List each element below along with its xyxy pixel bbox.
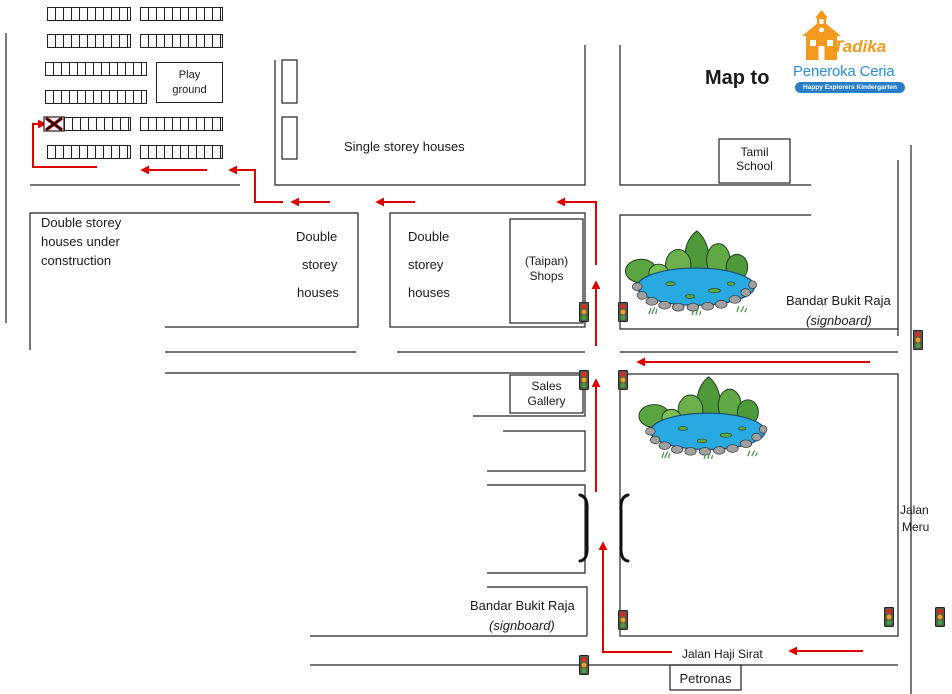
traffic-light-icon — [618, 610, 628, 630]
house-row — [47, 7, 131, 21]
traffic-light-icon — [618, 302, 628, 322]
shops-label-line: Shops — [529, 269, 564, 283]
house-row — [140, 34, 223, 48]
tamil-school-label-line: Tamil — [740, 145, 769, 159]
traffic-light-icon — [618, 370, 628, 390]
playground-label: Play ground — [156, 68, 223, 98]
traffic-light-icon — [579, 655, 589, 675]
traffic-light-icon — [884, 607, 894, 627]
traffic-light-icon — [935, 607, 945, 627]
signboard-north-name: Bandar Bukit Raja — [786, 293, 891, 308]
logo-tagline: Happy Explorers Kindergarten — [795, 82, 905, 93]
under-construction-label: Double storey houses under construction — [41, 213, 121, 270]
house-row — [47, 145, 131, 159]
route — [32, 119, 870, 656]
house-row — [45, 62, 147, 76]
double-storey-west-label-line: houses — [297, 285, 339, 300]
signboard-south-name: Bandar Bukit Raja — [470, 598, 575, 613]
logo-line2: Peneroka Ceria — [793, 63, 895, 80]
double-storey-west-label-line: storey — [302, 257, 338, 272]
house-row — [140, 117, 223, 131]
double-storey-west-label-line: Double — [296, 229, 338, 244]
sales-gallery-outline — [509, 374, 584, 414]
tamil-school-outline — [718, 138, 791, 184]
block-outline-single-storey — [274, 45, 586, 186]
shops-label-line: (Taipan) — [524, 254, 569, 268]
playground-label-line: Play — [178, 69, 201, 81]
pond-icon — [624, 230, 758, 316]
under-construction-label-line: Double storey — [41, 215, 122, 230]
entrance-bracket-right — [578, 493, 589, 563]
house-row — [47, 34, 131, 48]
plot-edge — [487, 484, 586, 574]
double-storey-east-label-line: houses — [408, 285, 450, 300]
single-storey-houses-label: Single storey houses — [344, 139, 465, 154]
signboard-south-note: (signboard) — [489, 618, 555, 633]
double-storey-east-label-line: Double — [408, 229, 450, 244]
house-plot — [281, 116, 298, 160]
logo-line1: Tadika — [833, 37, 887, 56]
sales-gallery-label: Sales Gallery — [510, 379, 583, 409]
tamil-school-label: Tamil School — [719, 145, 790, 173]
under-construction-label-line: houses under — [41, 234, 120, 249]
petronas-outline — [669, 664, 742, 691]
block-outline-tamil-school — [619, 45, 811, 186]
playground-label-line: ground — [172, 84, 207, 96]
double-storey-east-label-line: storey — [408, 257, 444, 272]
pond-icon — [638, 376, 768, 460]
shops-outline — [509, 218, 584, 324]
x-mark-icon — [43, 116, 65, 132]
petronas-label: Petronas — [679, 671, 732, 686]
traffic-light-icon — [913, 330, 923, 350]
plot-edge — [487, 430, 586, 472]
under-construction-label-line: construction — [41, 253, 112, 268]
kindergarten-logo: Tadika Peneroka Ceria Happy Explorers Ki… — [793, 10, 911, 94]
house-row — [140, 145, 223, 159]
house-row — [45, 90, 147, 104]
jalan-haji-sirat-label: Jalan Haji Sirat — [682, 647, 763, 661]
map-title: Map to — [705, 67, 770, 89]
route-arrow-icon — [228, 165, 283, 203]
block-outline-double-storey — [389, 212, 586, 328]
route-arrow-icon — [598, 541, 672, 653]
route-arrow-icon — [556, 197, 597, 265]
house-row — [140, 7, 223, 21]
jalan-meru-label-line: Meru — [902, 520, 930, 534]
road-network — [5, 33, 912, 694]
house-plot — [281, 59, 298, 104]
playground-outline — [156, 62, 223, 103]
signboard-north-note: (signboard) — [806, 313, 872, 328]
house-row — [64, 117, 131, 131]
sales-gallery-label-line: Gallery — [527, 394, 566, 408]
traffic-lights — [579, 302, 945, 675]
jalan-meru-label-line: Jalan — [900, 503, 929, 517]
sales-gallery-label-line: Sales — [531, 379, 562, 393]
route-arrow-icon — [32, 119, 97, 168]
traffic-light-icon — [579, 302, 589, 322]
plot-edge — [487, 586, 588, 636]
tamil-school-label-line: School — [736, 159, 773, 173]
block-outline-pond-north — [619, 214, 898, 330]
shops-label: (Taipan) Shops — [510, 254, 583, 284]
block-outline-under-construction — [29, 212, 359, 350]
schoolhouse-icon — [802, 10, 841, 60]
entrance-bracket-left — [619, 493, 630, 563]
